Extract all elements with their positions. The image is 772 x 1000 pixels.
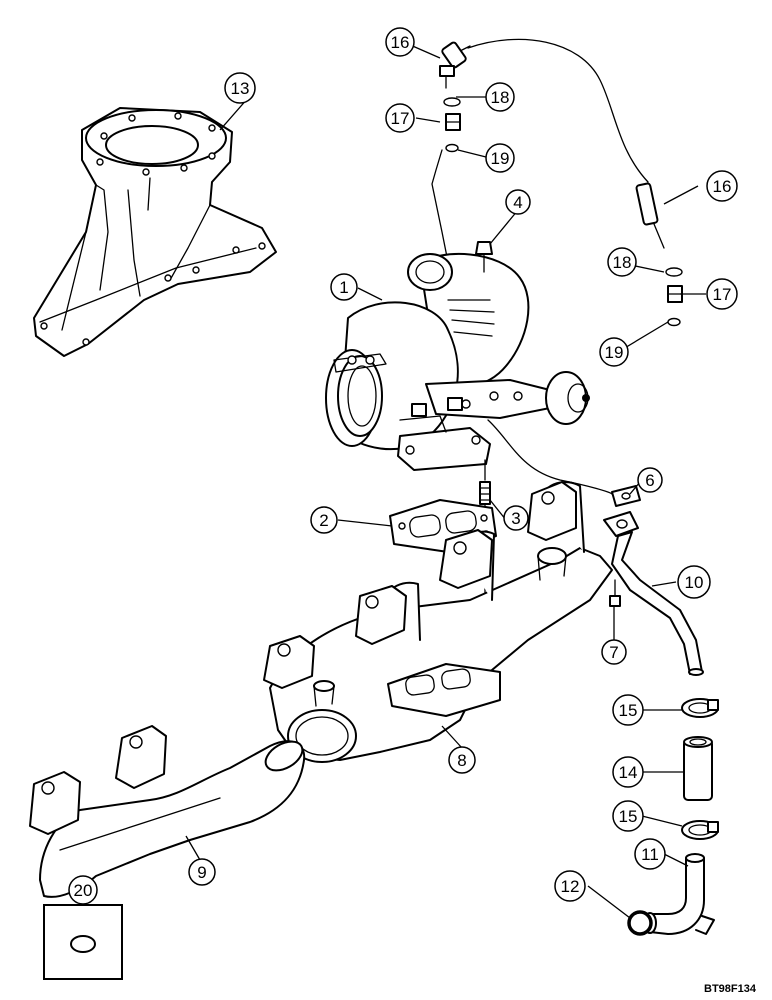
callout-11: 11 bbox=[634, 838, 666, 870]
callout-20: 20 bbox=[68, 875, 98, 905]
callout-17b: 17 bbox=[706, 278, 738, 310]
svg-text:17: 17 bbox=[391, 109, 410, 128]
svg-text:19: 19 bbox=[605, 343, 624, 362]
part-3-stud bbox=[479, 481, 491, 505]
part-14-hose bbox=[683, 736, 713, 801]
svg-text:14: 14 bbox=[619, 763, 638, 782]
callout-16a: 16 bbox=[385, 27, 415, 57]
svg-text:15: 15 bbox=[619, 701, 638, 720]
callouts: 16 18 17 19 4 13 1 16 18 17 19 6 2 3 10 … bbox=[68, 27, 738, 905]
callout-15b: 15 bbox=[612, 800, 644, 832]
callout-14: 14 bbox=[612, 756, 644, 788]
callout-19b: 19 bbox=[599, 337, 629, 367]
callout-1: 1 bbox=[330, 273, 358, 301]
callout-3: 3 bbox=[503, 505, 529, 531]
svg-text:17: 17 bbox=[713, 285, 732, 304]
svg-text:15: 15 bbox=[619, 807, 638, 826]
svg-text:3: 3 bbox=[511, 509, 520, 528]
part-9-exhaust-manifold-rear bbox=[29, 725, 306, 898]
svg-text:2: 2 bbox=[319, 511, 328, 530]
svg-text:10: 10 bbox=[685, 573, 704, 592]
callout-9: 9 bbox=[188, 858, 216, 886]
drawing-code: BT98F134 bbox=[704, 983, 757, 995]
svg-text:1: 1 bbox=[339, 278, 348, 297]
part-1-turbocharger bbox=[325, 253, 590, 471]
part-15-clamp-lower bbox=[681, 820, 719, 840]
svg-text:9: 9 bbox=[197, 863, 206, 882]
svg-text:18: 18 bbox=[491, 88, 510, 107]
svg-text:16: 16 bbox=[391, 33, 410, 52]
callout-8: 8 bbox=[448, 746, 476, 774]
part-15-clamp-upper bbox=[681, 698, 719, 718]
callout-15a: 15 bbox=[612, 694, 644, 726]
svg-text:13: 13 bbox=[231, 79, 250, 98]
part-8-exhaust-manifold bbox=[263, 481, 613, 763]
svg-text:6: 6 bbox=[645, 471, 654, 490]
callout-19a: 19 bbox=[485, 143, 515, 173]
part-16-oil-line bbox=[431, 38, 665, 263]
svg-text:7: 7 bbox=[609, 643, 618, 662]
part-7-bolt bbox=[609, 579, 621, 607]
svg-text:18: 18 bbox=[613, 253, 632, 272]
svg-text:19: 19 bbox=[491, 149, 510, 168]
fittings-right bbox=[665, 267, 683, 327]
callout-10: 10 bbox=[677, 565, 711, 599]
part-20-kit bbox=[43, 904, 123, 980]
callout-4: 4 bbox=[505, 189, 531, 215]
callout-16b: 16 bbox=[706, 170, 738, 202]
part-13-adapter-housing bbox=[33, 107, 277, 357]
part-4-bolt bbox=[475, 241, 493, 273]
fittings-upper bbox=[443, 97, 461, 153]
svg-text:12: 12 bbox=[561, 877, 580, 896]
callout-18a: 18 bbox=[485, 82, 515, 112]
svg-text:16: 16 bbox=[713, 177, 732, 196]
callout-12: 12 bbox=[554, 870, 586, 902]
part-10-drain-tube bbox=[487, 419, 704, 676]
callout-2: 2 bbox=[310, 506, 338, 534]
callout-6: 6 bbox=[637, 467, 663, 493]
svg-text:8: 8 bbox=[457, 751, 466, 770]
callout-17a: 17 bbox=[385, 103, 415, 133]
callout-7: 7 bbox=[601, 639, 627, 665]
svg-text:4: 4 bbox=[513, 193, 522, 212]
svg-text:20: 20 bbox=[74, 881, 93, 900]
svg-text:11: 11 bbox=[641, 845, 659, 864]
callout-18b: 18 bbox=[607, 247, 637, 277]
callout-13: 13 bbox=[224, 72, 256, 104]
part-12-o-ring bbox=[627, 910, 653, 936]
